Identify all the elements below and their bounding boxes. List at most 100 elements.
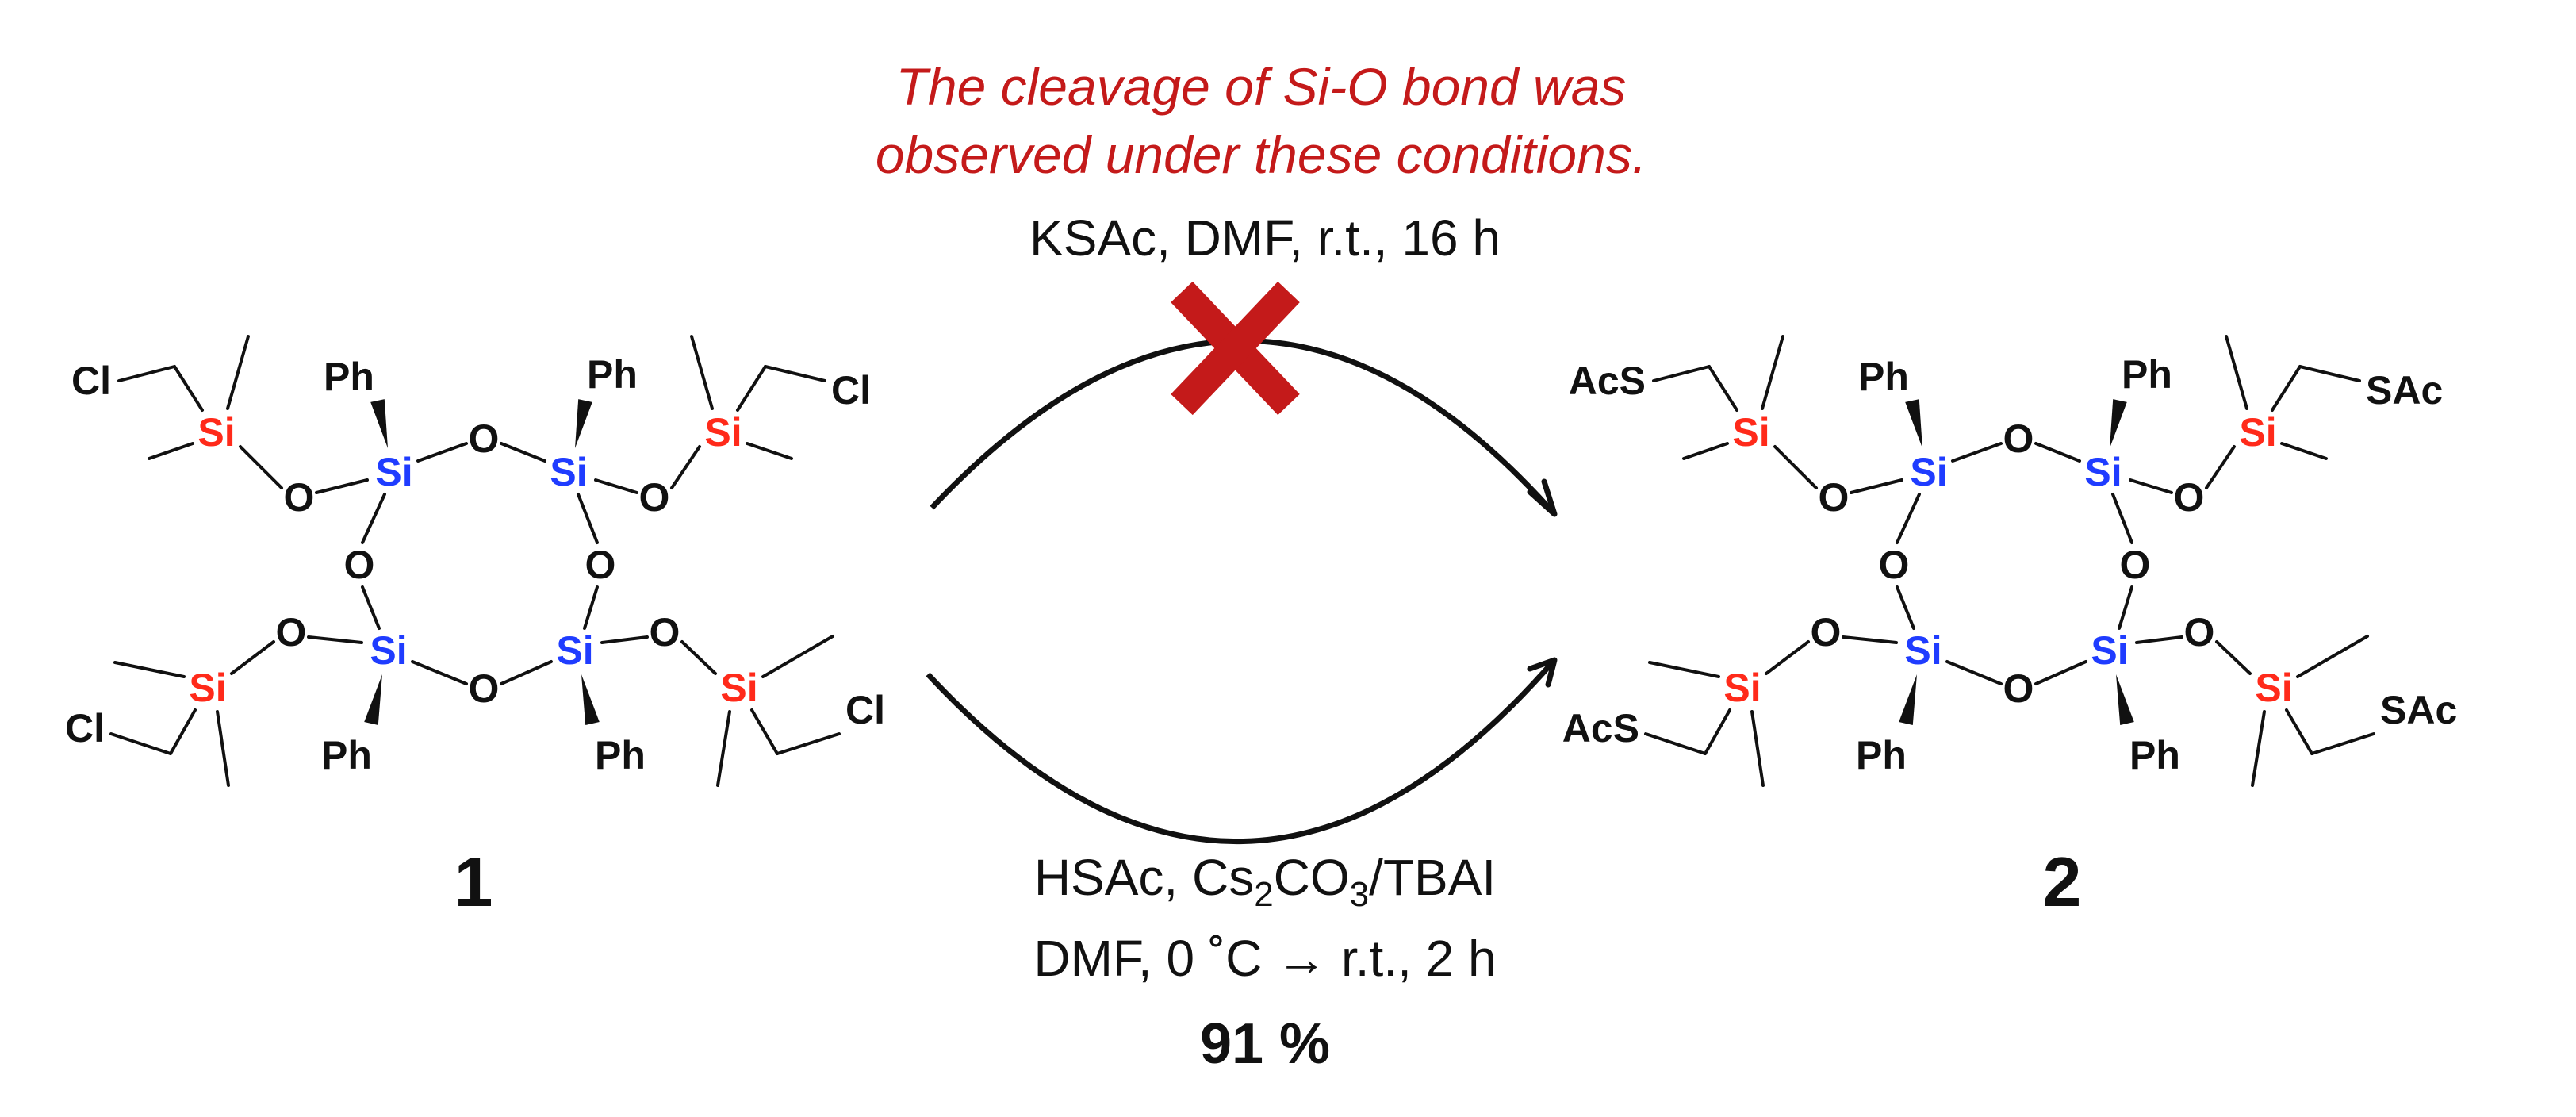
bond	[2034, 442, 2081, 463]
wedge-bond	[1899, 674, 1917, 725]
bond	[226, 335, 250, 410]
failed-conditions: KSAc, DMF, r.t., 16 h	[1029, 209, 1501, 267]
bond	[764, 365, 826, 382]
bond	[1945, 660, 2003, 685]
arrow-head-lower	[1527, 657, 1558, 688]
ph-group: Ph	[1858, 355, 1909, 399]
o-atom: O	[585, 543, 616, 587]
bond	[2215, 640, 2252, 675]
o-atom: O	[639, 475, 670, 520]
wedge-bond	[1905, 399, 1922, 448]
bond	[2111, 493, 2133, 544]
terminal-group-label: Cl	[845, 688, 885, 732]
o-atom: O	[2003, 666, 2034, 711]
bond	[361, 493, 386, 544]
bond	[117, 365, 176, 382]
bond	[776, 732, 841, 755]
si-atom: Si	[1904, 628, 1942, 673]
bond	[2129, 478, 2173, 494]
bond	[173, 365, 204, 412]
terminal-group-label: Cl	[831, 368, 871, 413]
si-atom: Si	[370, 628, 407, 673]
ph-group: Ph	[595, 733, 646, 777]
cross-icon	[1171, 281, 1300, 416]
bond	[736, 365, 767, 412]
o-atom: O	[2003, 416, 2034, 461]
success-conditions-line1: HSAc, Cs2CO3/TBAI	[1034, 849, 1496, 914]
si-atom: Si	[2239, 410, 2276, 455]
terminal-group-label: SAc	[2366, 368, 2443, 413]
si-atom: Si	[704, 410, 742, 455]
si-atom: Si	[720, 666, 757, 710]
ph-group: Ph	[587, 352, 638, 397]
si-atom: Si	[2255, 666, 2292, 710]
compound-1-label: 1	[454, 843, 493, 921]
si-atom: Si	[197, 410, 235, 455]
bond	[1644, 732, 1707, 755]
si-atom: Si	[550, 450, 587, 494]
bond	[2034, 660, 2087, 685]
wedge-bond	[370, 399, 388, 448]
bond	[1765, 640, 1810, 675]
o-atom: O	[2174, 475, 2205, 520]
o-atom: O	[469, 666, 500, 711]
si-atom: Si	[1732, 410, 1769, 455]
o-atom: O	[344, 543, 375, 587]
si-atom: Si	[2084, 450, 2122, 494]
bond	[1704, 708, 1731, 755]
terminal-group-label: AcS	[1562, 706, 1639, 750]
bond	[600, 635, 649, 644]
terminal-group-label: SAc	[2380, 688, 2457, 732]
si-atom: Si	[189, 666, 226, 710]
bond	[239, 445, 283, 489]
o-atom: O	[1819, 475, 1850, 520]
bond	[690, 335, 714, 410]
ph-group: Ph	[321, 733, 372, 777]
bond	[2225, 335, 2248, 410]
arrow-head-upper	[1527, 478, 1558, 517]
wedge-bond	[2110, 399, 2127, 448]
ph-group: Ph	[2129, 733, 2180, 777]
bond	[1682, 442, 1729, 460]
bond	[594, 478, 638, 494]
si-atom: Si	[375, 450, 412, 494]
failure-note-line1: The cleavage of Si-O bond was	[896, 57, 1627, 116]
ph-group: Ph	[324, 355, 374, 399]
si-atom: Si	[1723, 666, 1761, 710]
bond	[750, 708, 779, 755]
bond	[148, 442, 194, 460]
bond	[2118, 585, 2133, 630]
bond	[230, 640, 275, 675]
ph-group: Ph	[2122, 352, 2172, 397]
bond	[2135, 635, 2183, 644]
bond	[109, 732, 172, 755]
o-atom: O	[284, 475, 315, 520]
o-atom: O	[650, 610, 680, 654]
bond	[1708, 365, 1738, 412]
bond	[583, 585, 599, 630]
bond	[1652, 365, 1711, 382]
compound-2-label: 2	[2043, 843, 2082, 921]
bond	[416, 442, 468, 463]
reaction-arrow-lower	[926, 658, 1557, 845]
bond	[2271, 365, 2302, 412]
bond	[500, 660, 553, 685]
yield-label: 91 %	[1200, 1012, 1330, 1076]
bond	[216, 710, 230, 787]
bond	[746, 442, 793, 460]
bond	[680, 640, 717, 675]
bond	[113, 661, 186, 678]
bond	[361, 585, 381, 630]
bond	[2285, 708, 2313, 755]
ph-group: Ph	[1856, 733, 1907, 777]
bond	[1896, 493, 1921, 544]
bond	[2298, 365, 2361, 382]
bond	[1850, 478, 1903, 494]
bond	[500, 442, 546, 463]
bond	[1951, 442, 2003, 463]
bond	[1648, 661, 1720, 678]
bond	[2296, 635, 2369, 678]
